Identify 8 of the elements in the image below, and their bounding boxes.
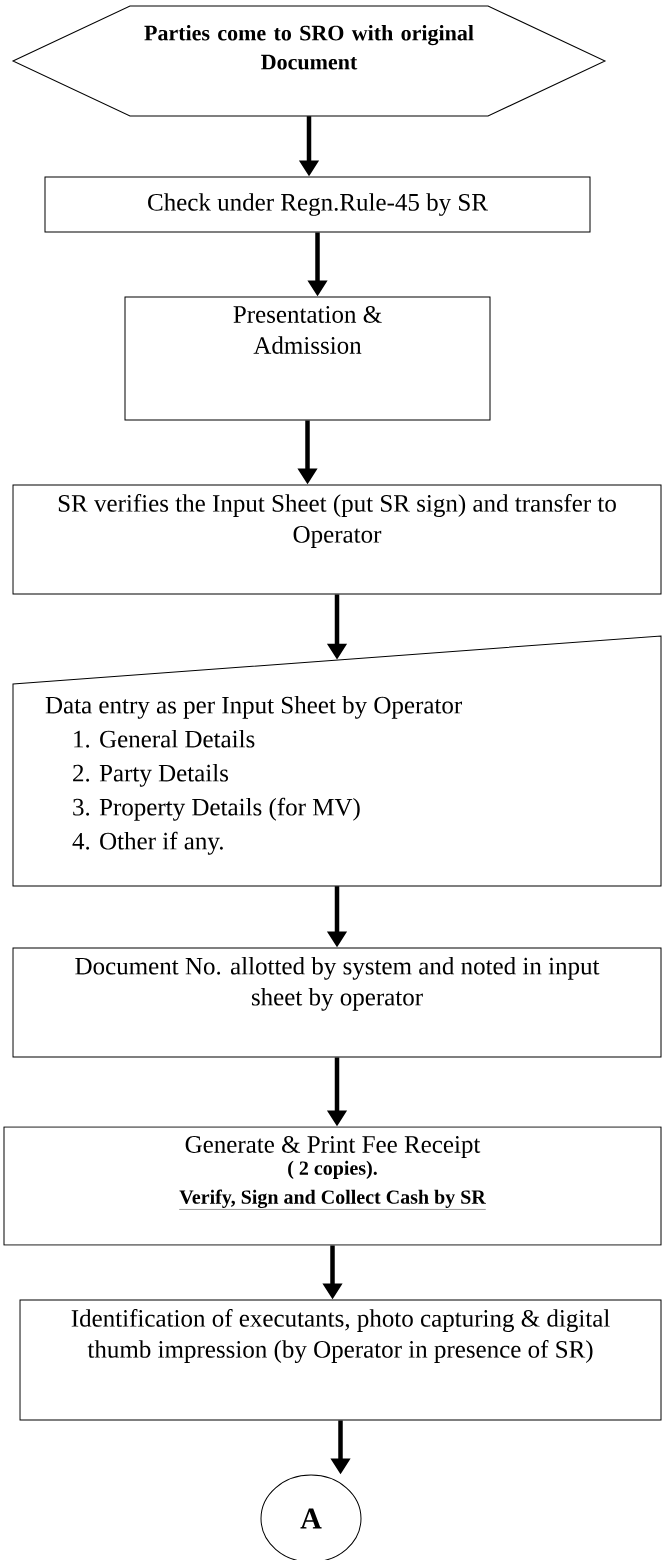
start-hexagon: Parties come to SRO with original Document <box>12 5 606 117</box>
process-box: Identification of executants, photo capturing & digital thumb impression (by Operator in presence of SR) <box>19 1299 662 1421</box>
process-box: Presentation & Admission <box>124 296 491 421</box>
process-box: Document No. allotted by system and noted in input sheet by operator <box>12 947 662 1058</box>
process-box: Check under Regn.Rule-45 by SR <box>44 176 591 233</box>
process-box: Generate & Print Fee Receipt ( 2 copies). Verify, Sign and Collect Cash by SR <box>3 1126 662 1246</box>
process-box: SR verifies the Input Sheet (put SR sign) and transfer to Operator <box>12 484 662 595</box>
process-box: Data entry as per Input Sheet by Operator 1. General Details 2. Party Details 3. Property Details (for MV) 4. Other if any. <box>12 635 662 887</box>
